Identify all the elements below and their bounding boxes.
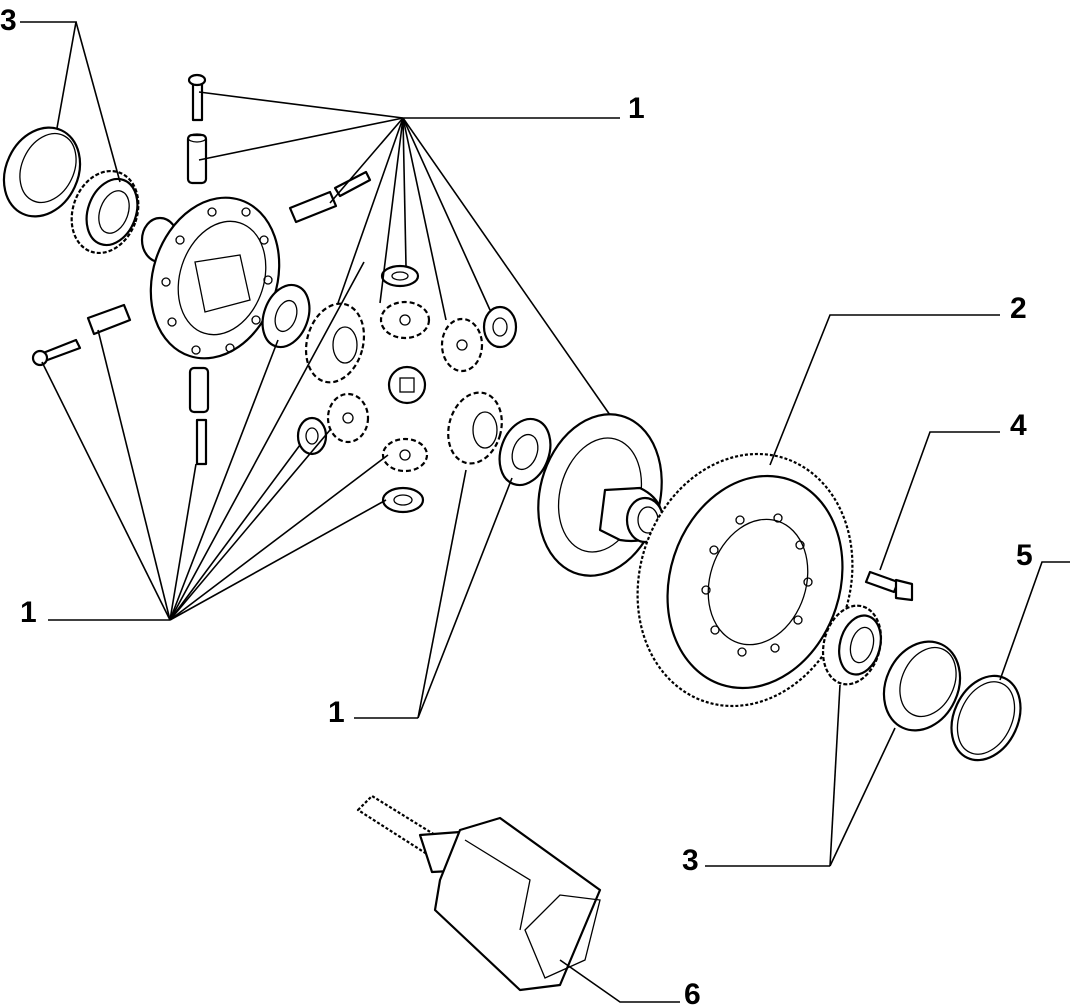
leader-lines <box>20 21 1070 1003</box>
shim-ring <box>950 674 1022 762</box>
case-cover <box>537 413 665 577</box>
callout-1-bottom: 1 <box>328 696 345 729</box>
callout-6: 6 <box>684 978 701 1008</box>
pin-screws <box>31 73 372 466</box>
bearing-cup-lower <box>882 640 962 732</box>
callout-1-left: 1 <box>20 596 37 629</box>
callout-1-top: 1 <box>628 92 645 125</box>
bearing-cup-upper <box>2 126 82 218</box>
bevel-gears <box>304 300 503 473</box>
ring-gear-bolt <box>864 570 914 602</box>
callout-4: 4 <box>1010 409 1027 442</box>
differential-case <box>140 196 281 360</box>
callout-2: 2 <box>1010 292 1027 325</box>
drive-shaft-joint <box>356 794 602 992</box>
roller-bearing-upper <box>70 169 140 255</box>
callout-5: 5 <box>1016 539 1033 572</box>
thrust-washers <box>261 264 552 514</box>
callout-3-bottom: 3 <box>682 844 699 877</box>
roller-bearing-lower <box>821 604 883 686</box>
callout-3-top: 3 <box>0 4 17 37</box>
ring-gear <box>636 452 854 708</box>
